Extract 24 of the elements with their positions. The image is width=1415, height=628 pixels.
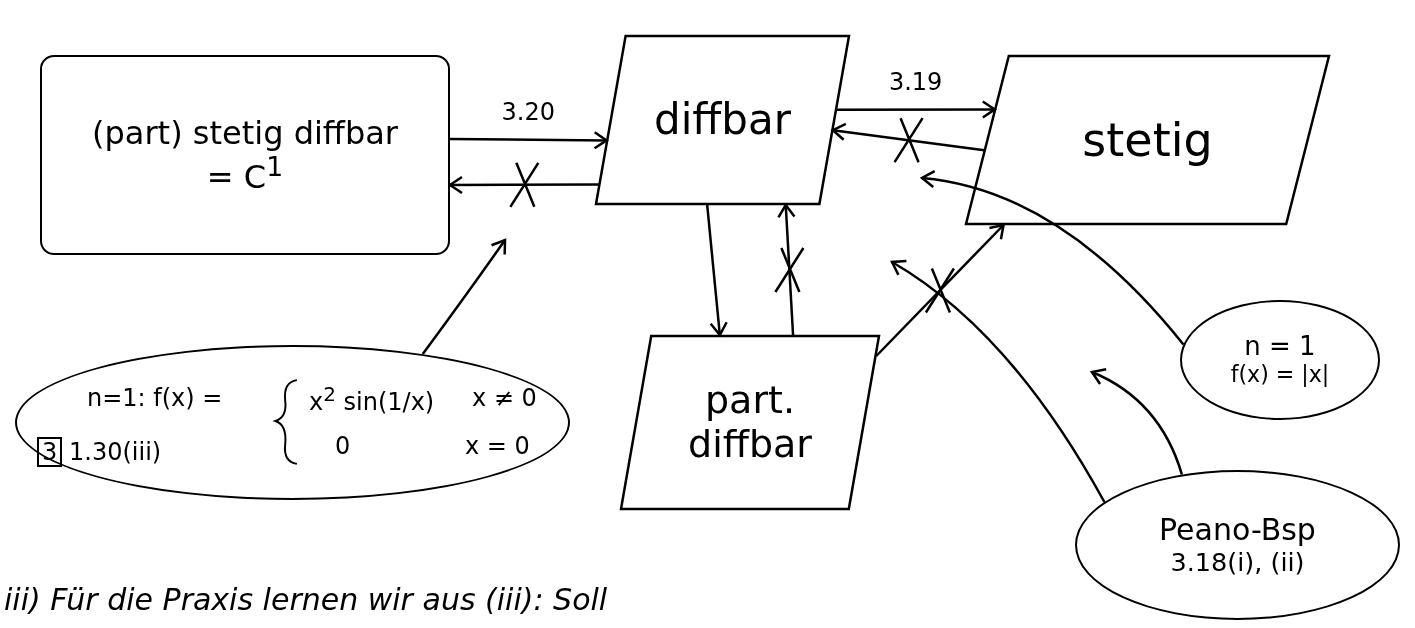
formula-text: x ≠ 0 bbox=[472, 385, 537, 412]
node-text: Peano-Bsp bbox=[1159, 513, 1316, 548]
formula-text: x$^{2}$ sin(1/x) bbox=[309, 383, 435, 416]
node-text: part. diffbar bbox=[687, 378, 813, 467]
formula-text: 0 bbox=[335, 433, 351, 460]
parallelogram-box bbox=[595, 35, 850, 205]
formula-text: n=1: f(x) = bbox=[87, 385, 223, 412]
node-text: 3.18(i), (ii) bbox=[1170, 547, 1305, 577]
node-text: diffbar bbox=[654, 95, 791, 145]
node-text: n = 1 bbox=[1244, 332, 1316, 363]
formula-text: 1.30(iii) bbox=[69, 439, 162, 466]
node-text: (part) stetig diffbar bbox=[92, 114, 398, 152]
node-text: stetig bbox=[1082, 113, 1213, 167]
reference-number: 3 bbox=[37, 437, 63, 468]
ellipse-note bbox=[1180, 300, 1380, 420]
rounded-box bbox=[40, 55, 450, 255]
node-text: f(x) = |x| bbox=[1230, 362, 1330, 388]
node-text: = C$^{1}$ bbox=[206, 151, 284, 196]
parallelogram-box bbox=[620, 335, 880, 510]
note-text: iii) Für die Praxis lernen wir aus (iii): Soll bbox=[4, 582, 608, 617]
ellipse-note bbox=[15, 345, 570, 500]
parallelogram-box bbox=[965, 55, 1330, 225]
ellipse-note bbox=[1075, 470, 1400, 620]
formula-text: x = 0 bbox=[465, 433, 530, 460]
